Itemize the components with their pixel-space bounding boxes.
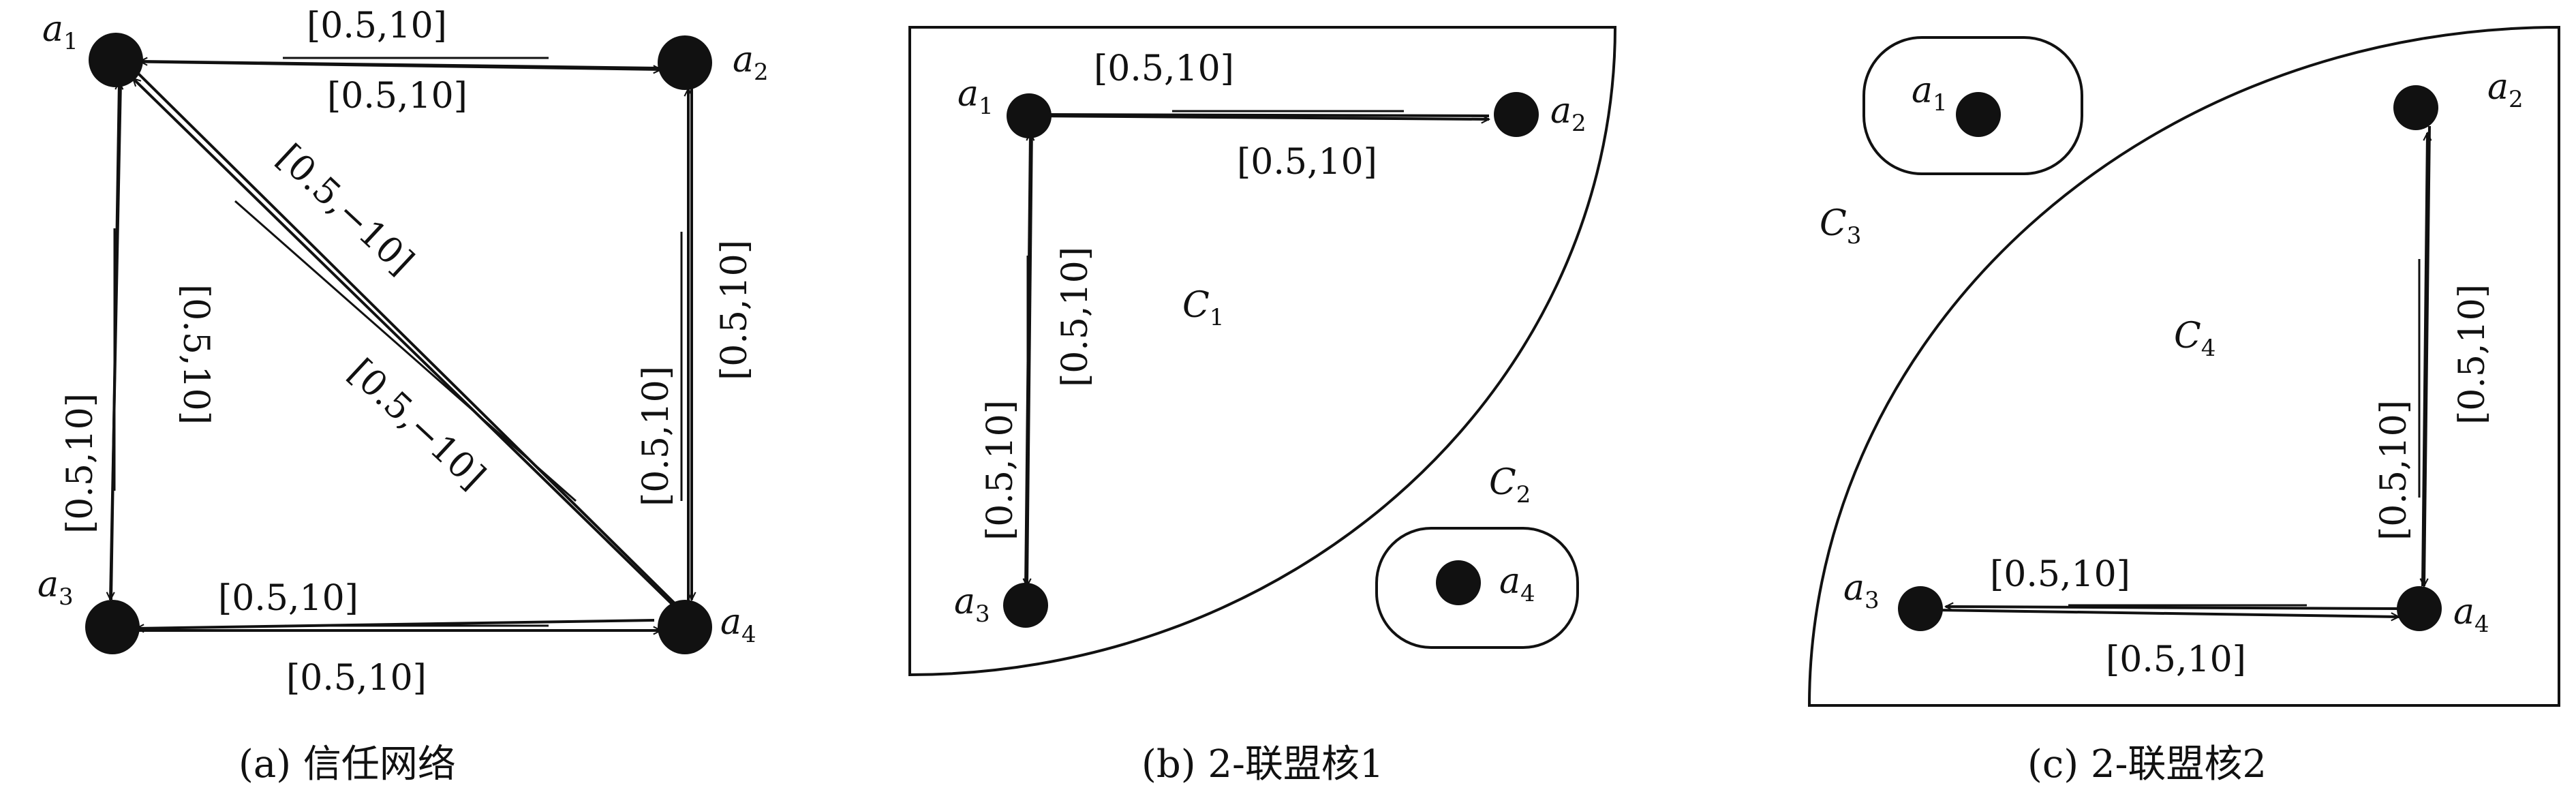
- node-label-a2: a2: [733, 40, 769, 86]
- node-a3: [1898, 586, 1943, 631]
- coalition-label-c1: C1: [1182, 285, 1224, 331]
- edge-a3-a4: [1935, 609, 2399, 617]
- node-label-a3: a3: [1843, 568, 1880, 614]
- edge-label-a3-a1: [0.5,10]: [175, 284, 216, 425]
- edge-a2-a1: [1043, 115, 1490, 116]
- node-a1: [89, 33, 143, 87]
- edge-a4-a3: [1946, 607, 2399, 609]
- edge-a1-a2: [115, 60, 661, 70]
- edge-label-a4-a1: [0.5,−10]: [269, 137, 421, 283]
- edge-a1-a4: [135, 70, 681, 610]
- node-a1: [1956, 92, 2001, 137]
- coalition-label-c2: C2: [1489, 462, 1531, 508]
- node-label-a4: a4: [720, 602, 756, 648]
- node-label-a4: a4: [2453, 592, 2489, 638]
- node-a4: [2397, 586, 2442, 631]
- edge-label-a2-a4: [0.5,10]: [2374, 400, 2414, 540]
- node-a3: [85, 600, 140, 654]
- edge-label-a3-a4: [0.5,10]: [2106, 639, 2246, 680]
- edge-label-a4-a2: [0.5,10]: [2452, 284, 2493, 425]
- node-a2: [2393, 85, 2438, 130]
- coalition-region-c1: [908, 26, 1617, 677]
- coalition-label-c3: C3: [1820, 203, 1861, 249]
- panel-c-coalition-core-2: [0.5,10] [0.5,10] [0.5,10] [0.5,10] a1 a…: [1807, 25, 2560, 787]
- edge-label-a2-a1: [0.5,10]: [307, 5, 447, 46]
- node-label-a2: a2: [1550, 91, 1586, 137]
- edge-a1-a3: [1027, 125, 1033, 586]
- coalition-region-c2: [1375, 527, 1579, 649]
- edge-label-a1-a4: [0.5,−10]: [341, 352, 493, 498]
- node-label-a1: a1: [957, 74, 994, 120]
- edge-a1-a3: [110, 81, 122, 600]
- node-label-a4: a4: [1499, 561, 1535, 607]
- edge-label-a3-a4: [0.5,10]: [286, 658, 427, 699]
- edge-label-a4-a3: [0.5,10]: [1990, 554, 2130, 595]
- panel-a-trust-network: [0.5,10] [0.5,10] [0.5,10] [0.5,10] [0.5…: [37, 5, 769, 787]
- panel-b-coalition-core-1: [0.5,10] [0.5,10] [0.5,10] [0.5,10] a1 a…: [908, 26, 1617, 787]
- edge-a1-a2: [1032, 115, 1489, 119]
- edge-label-a1-a2: [0.5,10]: [327, 76, 467, 117]
- edge-label-a2-a1: [0.5,10]: [1094, 48, 1234, 89]
- node-label-a1: a1: [1912, 70, 1948, 117]
- node-a4: [658, 600, 712, 654]
- coalition-region-c1-singleton: [1862, 36, 2083, 175]
- node-label-a2: a2: [2487, 67, 2524, 113]
- edge-label-a1-a3: [0.5,10]: [60, 393, 101, 534]
- node-label-a3: a3: [37, 564, 74, 611]
- edge-a4-a2: [2421, 133, 2427, 587]
- edge-label-a4-a2: [0.5,10]: [714, 240, 755, 380]
- node-a2: [1494, 92, 1539, 137]
- node-label-a3: a3: [954, 581, 990, 628]
- node-a1: [1007, 93, 1052, 138]
- edge-a2-a4: [2424, 125, 2431, 586]
- edge-label-a2-a4: [0.5,10]: [636, 366, 677, 506]
- edge-label-a1-a2: [0.5,10]: [1237, 142, 1377, 183]
- caption-a: (a) 信任网络: [239, 742, 456, 787]
- edge-label-a1-a3: [0.5,10]: [980, 400, 1021, 540]
- edge-label-a4-a3: [0.5,10]: [218, 578, 358, 619]
- coalition-region-c4: [1807, 25, 2560, 707]
- caption-c: (c) 2-联盟核2: [2027, 742, 2267, 787]
- node-label-a1: a1: [42, 9, 78, 55]
- coalition-label-c4: C4: [2174, 316, 2215, 362]
- edge-a4-a3: [136, 619, 655, 628]
- caption-b: (b) 2-联盟核1: [1141, 742, 1384, 787]
- edge-label-a3-a1: [0.5,10]: [1055, 247, 1096, 387]
- node-a2: [658, 35, 712, 90]
- edge-a4-a1: [133, 78, 679, 611]
- node-a4: [1436, 560, 1481, 605]
- node-a3: [1003, 583, 1048, 628]
